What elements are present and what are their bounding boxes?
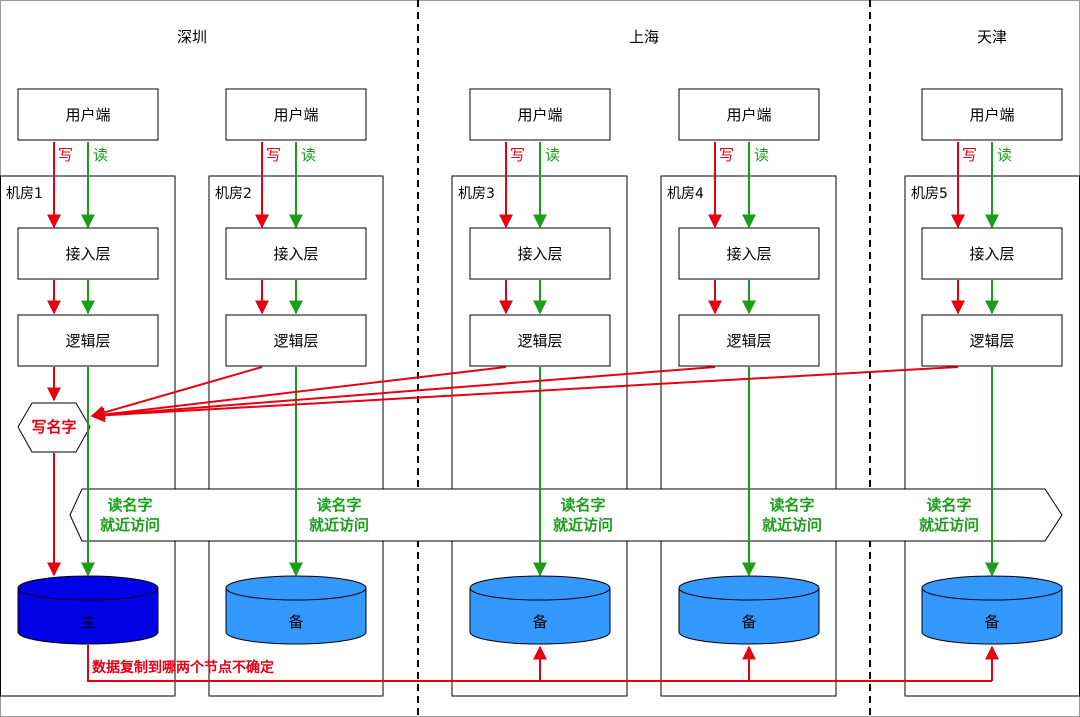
primary-db-label: 主: [80, 613, 95, 631]
room-label-4: 机房4: [667, 186, 704, 202]
room-label-3: 机房3: [458, 186, 495, 202]
region-title-shenzhen: 深圳: [177, 28, 207, 46]
access-layer-box-4: [678, 227, 820, 280]
replication-line: [87, 645, 992, 682]
room-label-2: 机房2: [215, 186, 252, 202]
read-name-label-3b: 就近访问: [553, 516, 613, 534]
write-label-5: 写: [962, 146, 977, 164]
logic-layer-box-5: [921, 314, 1063, 367]
backup-database-4: [678, 575, 820, 645]
client-box-3: [469, 88, 611, 141]
access-layer-label-5: 接入层: [969, 245, 1014, 263]
read-name-label-1b: 就近访问: [100, 516, 160, 534]
room-label-5: 机房5: [911, 186, 948, 202]
read-name-label-2a: 读名字: [316, 496, 361, 514]
client-label-3: 用户端: [517, 106, 562, 124]
primary-database: [17, 575, 159, 645]
backup-db-label-4: 备: [741, 613, 756, 631]
write-label-4: 写: [719, 146, 734, 164]
client-label-2: 用户端: [273, 106, 318, 124]
logic-layer-label-3: 逻辑层: [517, 332, 562, 350]
read-name-label-5b: 就近访问: [919, 516, 979, 534]
region-title-shanghai: 上海: [629, 28, 659, 46]
read-label-3: 读: [545, 146, 560, 164]
read-label-5: 读: [997, 146, 1012, 164]
read-label-4: 读: [754, 146, 769, 164]
client-box-4: [678, 88, 820, 141]
access-layer-box-2: [225, 227, 367, 280]
write-label-1: 写: [58, 146, 73, 164]
write-name-label: 写名字: [31, 418, 76, 436]
client-label-4: 用户端: [726, 106, 771, 124]
read-name-label-2b: 就近访问: [309, 516, 369, 534]
logic-layer-label-1: 逻辑层: [65, 332, 110, 350]
logic-layer-label-5: 逻辑层: [969, 332, 1014, 350]
write-label-2: 写: [266, 146, 281, 164]
logic-layer-box-2: [225, 314, 367, 367]
access-layer-box-3: [469, 227, 611, 280]
client-box-5: [921, 88, 1063, 141]
logic-layer-box-3: [469, 314, 611, 367]
read-name-label-3a: 读名字: [560, 496, 605, 514]
client-label-5: 用户端: [969, 106, 1014, 124]
read-nearest-band: [69, 488, 1063, 542]
client-box-1: [17, 88, 159, 141]
read-label-1: 读: [93, 146, 108, 164]
read-name-label-5a: 读名字: [926, 496, 971, 514]
logic-layer-box-4: [678, 314, 820, 367]
backup-database-3: [469, 575, 611, 645]
write-arrow-room2-writename: [90, 366, 263, 420]
read-name-label-1a: 读名字: [107, 496, 152, 514]
logic-layer-box-1: [17, 314, 159, 367]
read-name-label-4b: 就近访问: [762, 516, 822, 534]
logic-layer-label-4: 逻辑层: [726, 332, 771, 350]
write-name-node: [17, 402, 91, 453]
backup-database-5: [921, 575, 1063, 645]
region-title-tianjin: 天津: [977, 28, 1007, 46]
logic-layer-label-2: 逻辑层: [273, 332, 318, 350]
write-arrow-room3-writename: [90, 366, 507, 422]
access-layer-label-4: 接入层: [726, 245, 771, 263]
write-arrow-room4-writename: [90, 366, 716, 422]
backup-db-label-5: 备: [984, 613, 999, 631]
access-layer-box-1: [17, 227, 159, 280]
read-label-2: 读: [301, 146, 316, 164]
access-layer-label-3: 接入层: [517, 245, 562, 263]
write-label-3: 写: [510, 146, 525, 164]
client-box-2: [225, 88, 367, 141]
room-label-1: 机房1: [6, 186, 43, 202]
replication-note: 数据复制到哪两个节点不确定: [92, 659, 274, 676]
access-layer-box-5: [921, 227, 1063, 280]
write-arrow-room5-writename: [90, 366, 959, 423]
read-name-label-4a: 读名字: [769, 496, 814, 514]
backup-database-2: [225, 575, 367, 645]
backup-db-label-2: 备: [288, 613, 303, 631]
access-layer-label-1: 接入层: [65, 245, 110, 263]
access-layer-label-2: 接入层: [273, 245, 318, 263]
backup-db-label-3: 备: [532, 613, 547, 631]
client-label-1: 用户端: [65, 106, 110, 124]
